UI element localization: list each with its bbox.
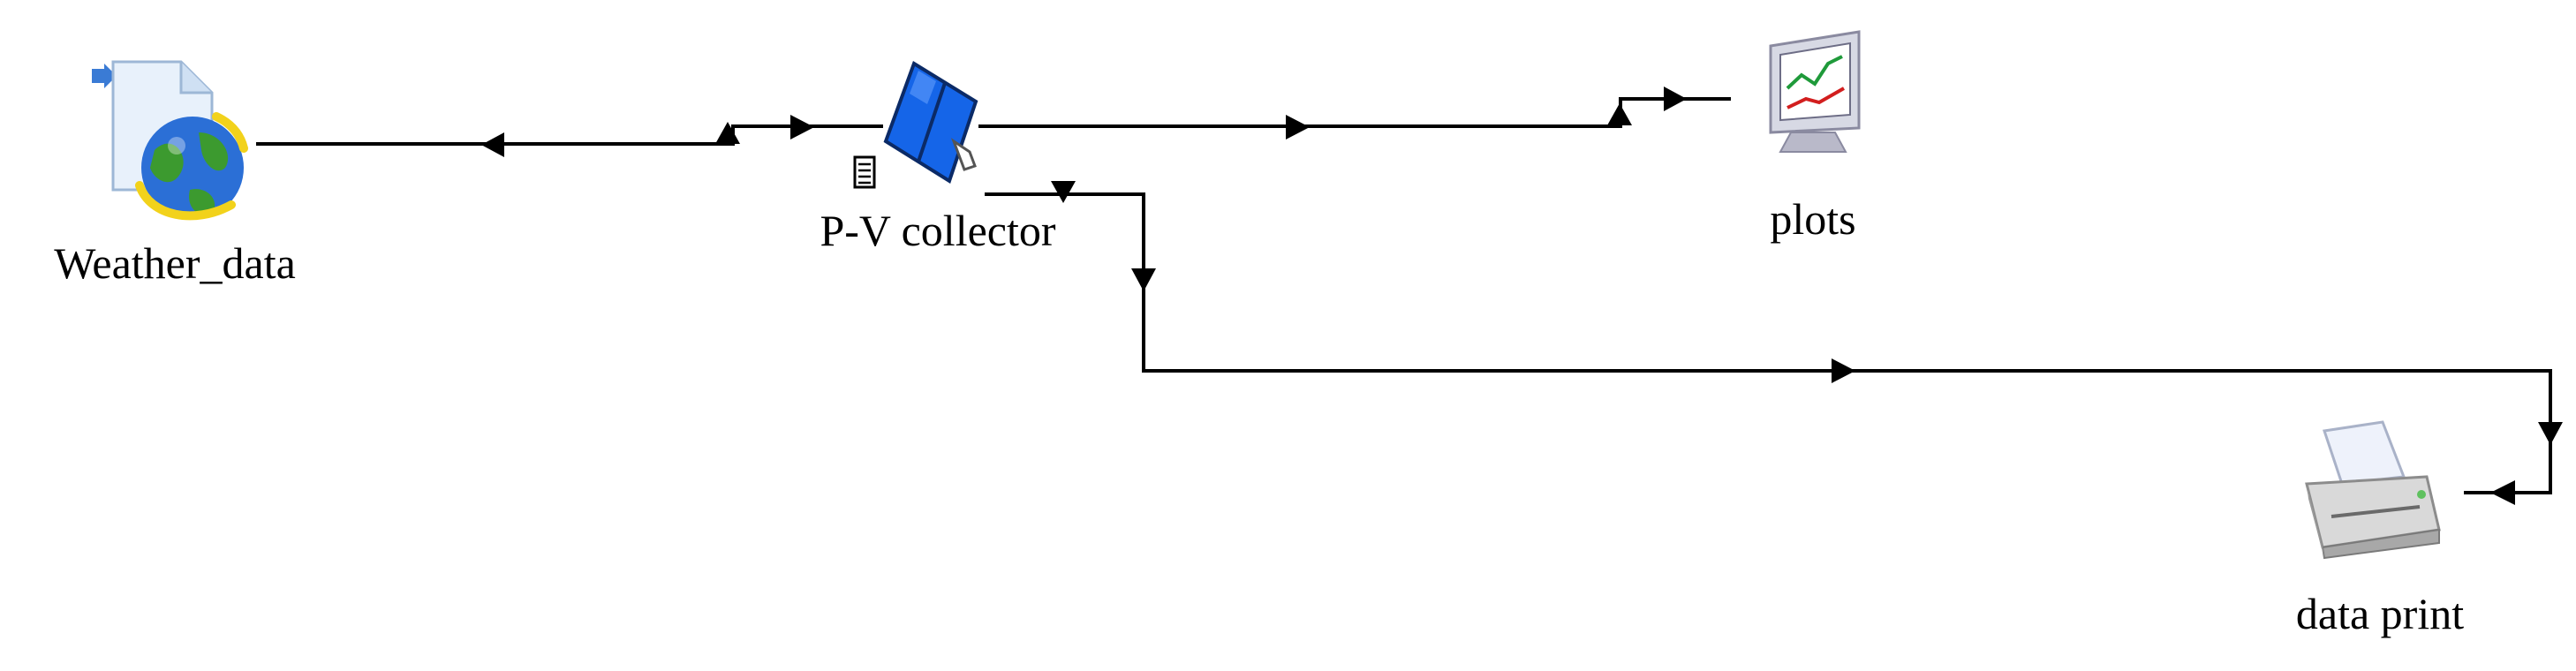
arrowhead (2538, 422, 2563, 445)
arrowhead (2490, 480, 2515, 505)
component-pv-collector[interactable]: P-V collector (820, 61, 1056, 255)
component-label: data print (2296, 589, 2464, 638)
connections (256, 87, 2563, 505)
component-label: plots (1770, 194, 1855, 244)
link-collector-to-data-print[interactable] (985, 181, 2563, 505)
document-icon (853, 155, 876, 189)
solar-panel-icon (883, 61, 978, 185)
link-weather-to-collector[interactable] (256, 115, 883, 157)
arrowhead (1286, 115, 1310, 139)
arrowhead (1051, 181, 1076, 203)
arrowhead (1607, 103, 1632, 125)
component-weather-data[interactable]: Weather_data (54, 60, 296, 288)
arrowhead (1832, 358, 1855, 383)
arrowhead (715, 122, 740, 144)
link-collector-to-plots[interactable] (978, 87, 1731, 139)
component-data-print[interactable]: data print (2296, 420, 2464, 638)
arrowhead (481, 132, 504, 157)
component-label: P-V collector (820, 206, 1055, 255)
weather-data-globe-icon (92, 60, 248, 221)
arrowhead (1131, 268, 1156, 291)
monitor-plot-icon (1769, 30, 1861, 153)
component-label: Weather_data (54, 238, 296, 288)
printer-icon (2305, 420, 2441, 560)
arrowhead (790, 115, 814, 139)
arrowhead (1664, 87, 1687, 111)
component-plots[interactable]: plots (1769, 30, 1861, 244)
